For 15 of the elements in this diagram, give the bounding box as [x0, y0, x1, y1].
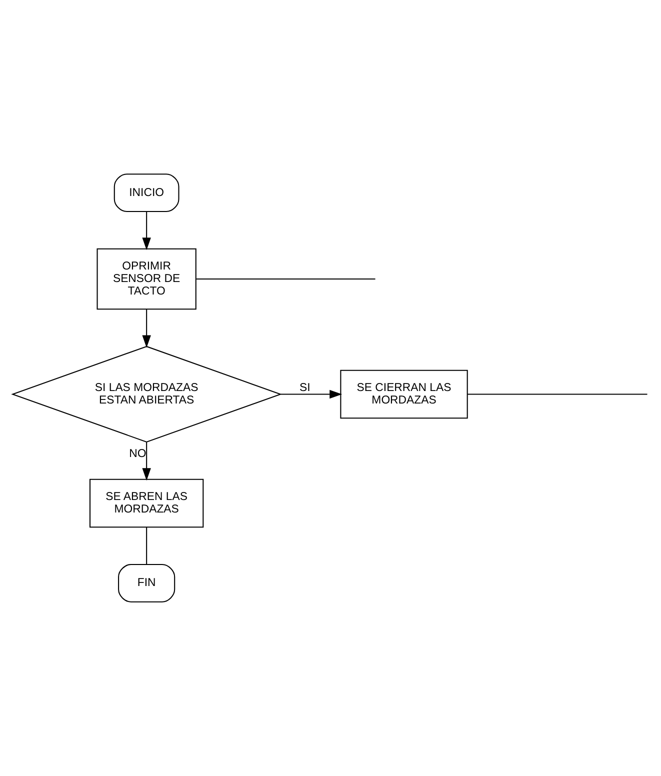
connector	[467, 394, 648, 395]
node-box: OPRIMIR SENSOR DE TACTO	[96, 248, 196, 310]
node-box: FIN	[118, 564, 176, 602]
connector	[146, 527, 148, 564]
node-diamond: SI LAS MORDAZAS ESTAN ABIERTAS	[11, 346, 282, 443]
edge-label: SI	[300, 382, 310, 394]
node-box: INICIO	[114, 174, 180, 212]
node-box: SE CIERRAN LAS MORDAZAS	[340, 370, 468, 419]
arrow	[142, 442, 151, 481]
edge-label: NO	[129, 448, 146, 460]
connector	[196, 278, 376, 280]
arrow	[280, 390, 342, 399]
arrow	[142, 212, 151, 250]
arrow	[142, 309, 151, 348]
node-box: SE ABREN LAS MORDAZAS	[89, 478, 204, 528]
